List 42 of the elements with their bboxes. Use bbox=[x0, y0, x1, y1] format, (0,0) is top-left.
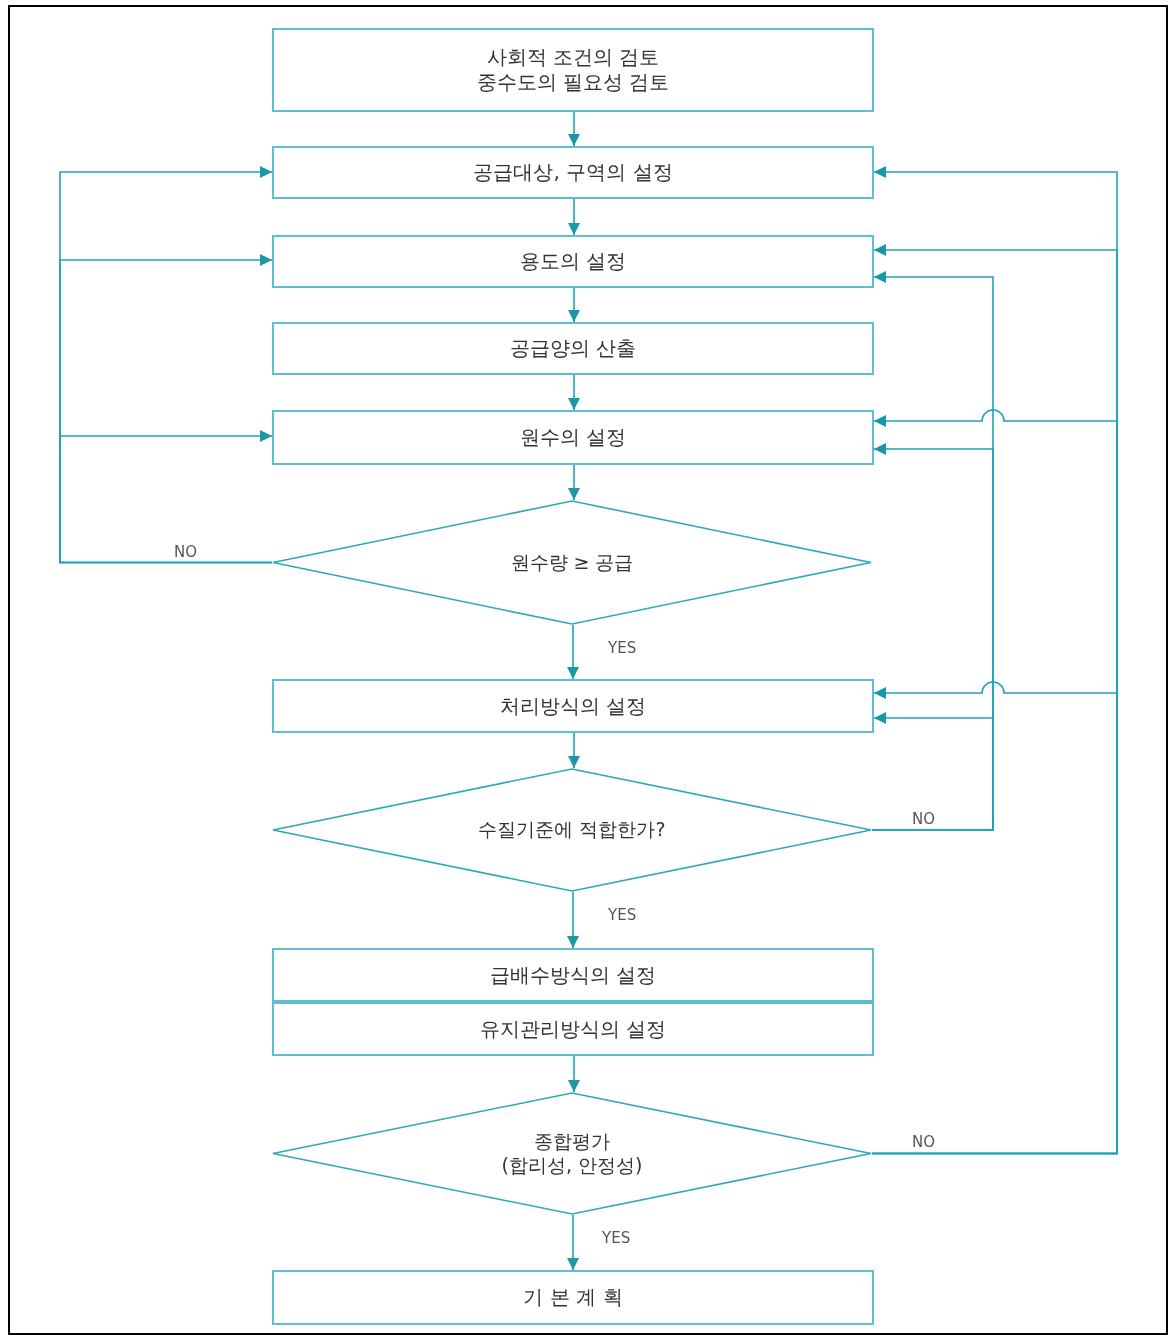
process-box bbox=[272, 235, 874, 288]
box-text: 처리방식의 설정 bbox=[499, 693, 647, 719]
decision-text: (합리성, 안정성) bbox=[501, 1153, 643, 1178]
box-text: 중수도의 필요성 검토 bbox=[476, 70, 670, 95]
edge-label: YES bbox=[606, 641, 639, 656]
box-text: 유지관리방식의 설정 bbox=[479, 1016, 667, 1042]
arrow bbox=[871, 712, 994, 831]
process-box bbox=[272, 948, 874, 1002]
decision-text: 종합평가 bbox=[534, 1129, 610, 1154]
process-box bbox=[272, 322, 874, 375]
arrow bbox=[567, 1214, 579, 1271]
process-box bbox=[272, 410, 874, 465]
box-text: 기 본 계 획 bbox=[523, 1285, 623, 1310]
arrow bbox=[568, 732, 580, 769]
decision-text: 원수량 ≥ 공급 bbox=[510, 550, 634, 575]
arrow bbox=[567, 891, 579, 949]
edge-label: YES bbox=[606, 908, 639, 923]
process-box bbox=[272, 1270, 874, 1325]
arrow bbox=[568, 1055, 580, 1093]
box-text: 공급양의 산출 bbox=[509, 336, 637, 361]
arrow bbox=[871, 681, 1118, 1155]
arrow bbox=[59, 430, 273, 564]
box-text: 사회적 조건의 검토 bbox=[486, 45, 660, 70]
box-text: 원수의 설정 bbox=[519, 425, 627, 450]
box-text: 공급대상, 구역의 설정 bbox=[473, 160, 673, 185]
process-box bbox=[272, 1002, 874, 1056]
process-box bbox=[272, 146, 874, 199]
process-box bbox=[272, 28, 874, 112]
box-text: 용도의 설정 bbox=[519, 249, 627, 274]
arrow bbox=[567, 624, 579, 680]
arrow bbox=[568, 111, 580, 147]
box-text: 급배수방식의 설정 bbox=[489, 962, 657, 988]
arrow bbox=[568, 198, 580, 236]
edge-label: YES bbox=[600, 1231, 633, 1246]
edge-label: NO bbox=[910, 812, 938, 827]
arrow bbox=[568, 464, 580, 501]
edge-label: NO bbox=[910, 1134, 938, 1150]
decision-text: 수질기준에 적합한가? bbox=[478, 818, 666, 842]
arrow bbox=[568, 374, 580, 411]
edge-label: NO bbox=[172, 544, 200, 560]
arrow bbox=[568, 287, 580, 323]
process-box bbox=[272, 679, 874, 733]
